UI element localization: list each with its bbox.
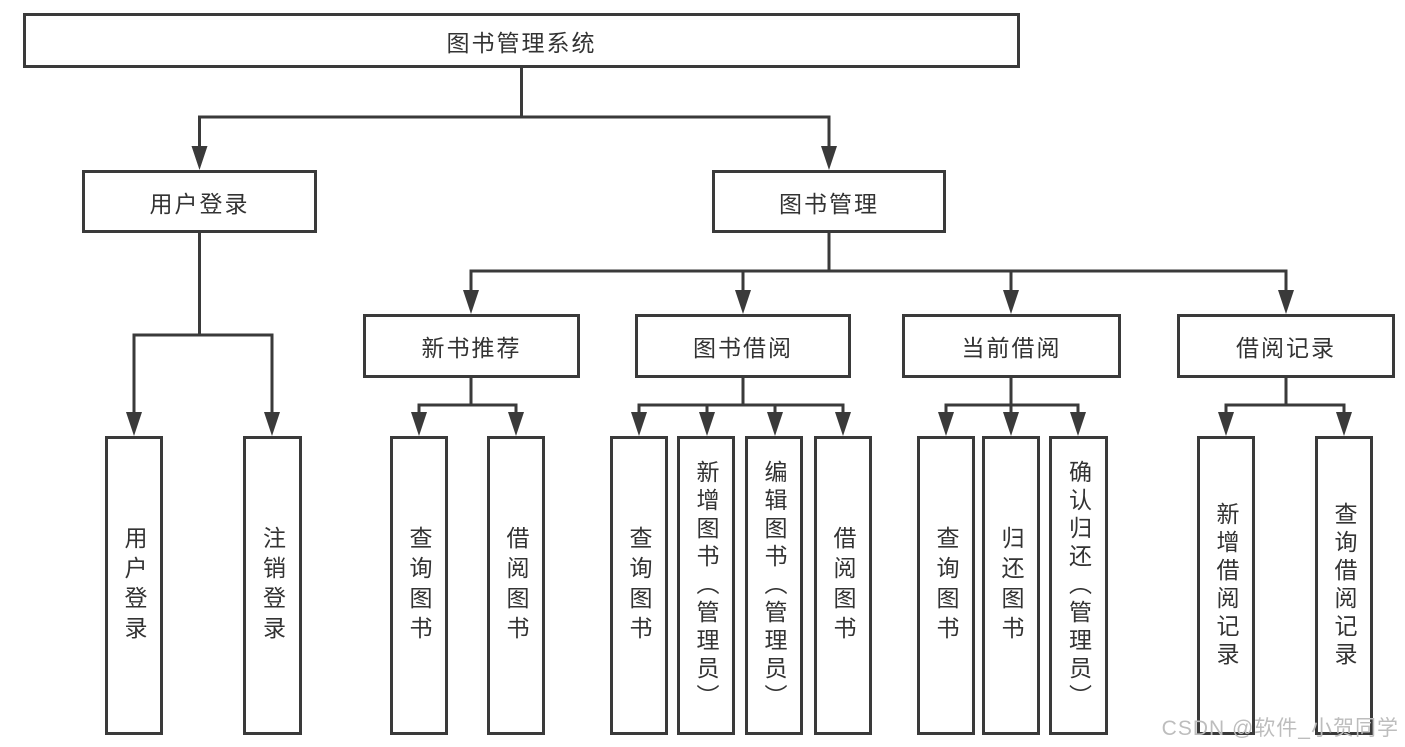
leaf-box-bb-borrow-books: 借阅图书 (814, 436, 872, 735)
node-label-book-borrow: 图书借阅 (693, 335, 793, 361)
leaf-label-user-login: 用户登录 (121, 525, 147, 646)
leaf-label-br-query-record: 查询借阅记录 (1331, 501, 1357, 670)
node-box-new-book-recommend: 新书推荐 (363, 314, 580, 378)
leaf-box-logout: 注销登录 (243, 436, 302, 735)
node-label-borrow-records: 借阅记录 (1236, 335, 1336, 361)
leaf-box-cb-confirm-return-admin: 确认归还（管理员） (1049, 436, 1108, 735)
leaf-box-user-login: 用户登录 (105, 436, 163, 735)
node-label-book-management: 图书管理 (779, 190, 879, 217)
leaf-label-bb-add-books-admin: 新增图书（管理员） (693, 459, 719, 712)
watermark-text: CSDN @软件_小贺同学 (1161, 717, 1399, 740)
leaf-box-bb-edit-books-admin: 编辑图书（管理员） (745, 436, 803, 735)
leaf-box-nb-borrow-books: 借阅图书 (487, 436, 545, 735)
leaf-label-cb-confirm-return-admin: 确认归还（管理员） (1065, 459, 1092, 712)
leaf-box-br-query-record: 查询借阅记录 (1315, 436, 1373, 735)
node-label-user-login: 用户登录 (149, 190, 250, 217)
node-box-book-management: 图书管理 (712, 170, 946, 233)
leaf-label-cb-return-books: 归还图书 (998, 525, 1024, 646)
leaf-label-logout: 注销登录 (259, 525, 286, 646)
node-box-borrow-records: 借阅记录 (1177, 314, 1395, 378)
leaf-label-br-add-record: 新增借阅记录 (1213, 501, 1239, 670)
leaf-label-bb-edit-books-admin: 编辑图书（管理员） (761, 459, 787, 712)
node-label-new-book-recommend: 新书推荐 (421, 335, 522, 361)
leaf-label-nb-query-books: 查询图书 (406, 525, 432, 646)
leaf-label-cb-query-books: 查询图书 (933, 525, 959, 646)
leaf-box-br-add-record: 新增借阅记录 (1197, 436, 1255, 735)
node-box-user-login: 用户登录 (82, 170, 317, 233)
node-box-current-borrow: 当前借阅 (902, 314, 1121, 378)
leaf-box-cb-query-books: 查询图书 (917, 436, 975, 735)
leaf-label-nb-borrow-books: 借阅图书 (503, 525, 529, 646)
node-box-root: 图书管理系统 (23, 13, 1020, 68)
leaf-box-cb-return-books: 归还图书 (982, 436, 1040, 735)
node-label-root: 图书管理系统 (446, 29, 597, 56)
leaf-box-bb-add-books-admin: 新增图书（管理员） (677, 436, 735, 735)
leaf-label-bb-query-books: 查询图书 (626, 525, 652, 646)
leaf-label-bb-borrow-books: 借阅图书 (830, 525, 856, 646)
leaf-box-nb-query-books: 查询图书 (390, 436, 448, 735)
node-box-book-borrow: 图书借阅 (635, 314, 851, 378)
leaf-box-bb-query-books: 查询图书 (610, 436, 668, 735)
node-label-current-borrow: 当前借阅 (961, 335, 1062, 361)
